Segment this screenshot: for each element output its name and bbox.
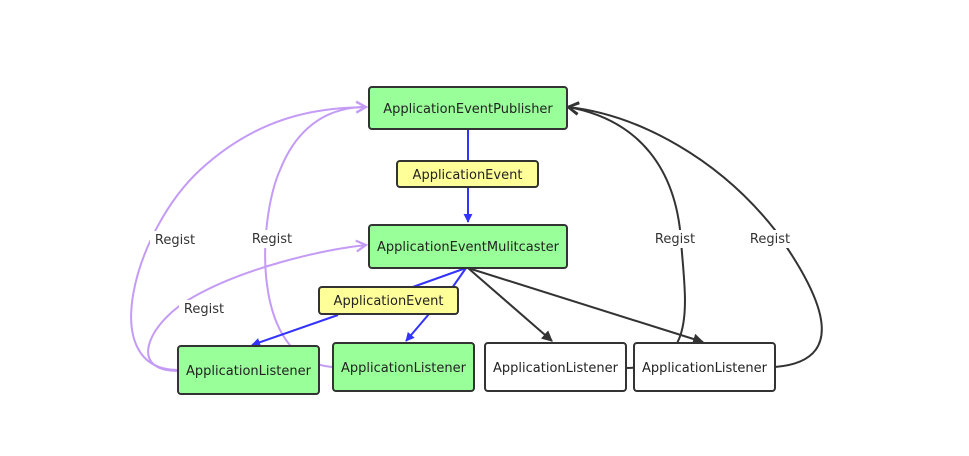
flow-edge-event-to-listener1 [251,314,339,347]
regist-label-4: Regist [650,230,700,248]
regist-label-1: Regist [150,231,200,249]
flow-edge-event-to-listener2 [405,313,430,342]
regist-label-3: Regist [179,300,229,318]
svg-text:ApplicationEventMulitcaster: ApplicationEventMulitcaster [377,240,560,255]
svg-text:Regist: Regist [655,232,695,247]
flow-edge-multicaster-to-event-mid [409,267,467,289]
regist-edge-listener2-to-publisher [264,107,366,368]
svg-text:Regist: Regist [252,232,292,247]
svg-text:ApplicationListener: ApplicationListener [493,361,619,376]
svg-text:Regist: Regist [184,302,224,317]
node-listener-4[interactable]: ApplicationListener [633,342,776,392]
flow-edge-multicaster-to-listener4 [467,267,705,345]
node-event-top[interactable]: ApplicationEvent [396,160,539,188]
flow-edge-multicaster-to-listener3 [467,267,553,342]
regist-edge-listener1-to-publisher [130,107,366,371]
regist-label-5: Regist [745,230,795,248]
svg-text:Regist: Regist [750,232,790,247]
regist-edge-listener1-to-multicaster [147,245,366,372]
node-multicaster[interactable]: ApplicationEventMulitcaster [368,224,568,269]
svg-text:ApplicationListener: ApplicationListener [341,361,467,376]
svg-text:ApplicationListener: ApplicationListener [642,361,768,376]
node-listener-3[interactable]: ApplicationListener [484,342,627,392]
svg-text:ApplicationEvent: ApplicationEvent [413,168,523,183]
svg-text:Regist: Regist [155,233,195,248]
node-listener-2[interactable]: ApplicationListener [332,342,475,392]
node-publisher[interactable]: ApplicationEventPublisher [368,86,568,130]
svg-text:ApplicationEvent: ApplicationEvent [334,294,444,309]
flow-edge-multicaster-to-event-mid-b [451,267,467,289]
node-listener-1[interactable]: ApplicationListener [177,345,320,395]
node-event-mid[interactable]: ApplicationEvent [318,286,459,315]
regist-label-2: Regist [247,230,297,248]
svg-text:ApplicationEventPublisher: ApplicationEventPublisher [383,102,553,117]
svg-text:ApplicationListener: ApplicationListener [186,364,312,379]
